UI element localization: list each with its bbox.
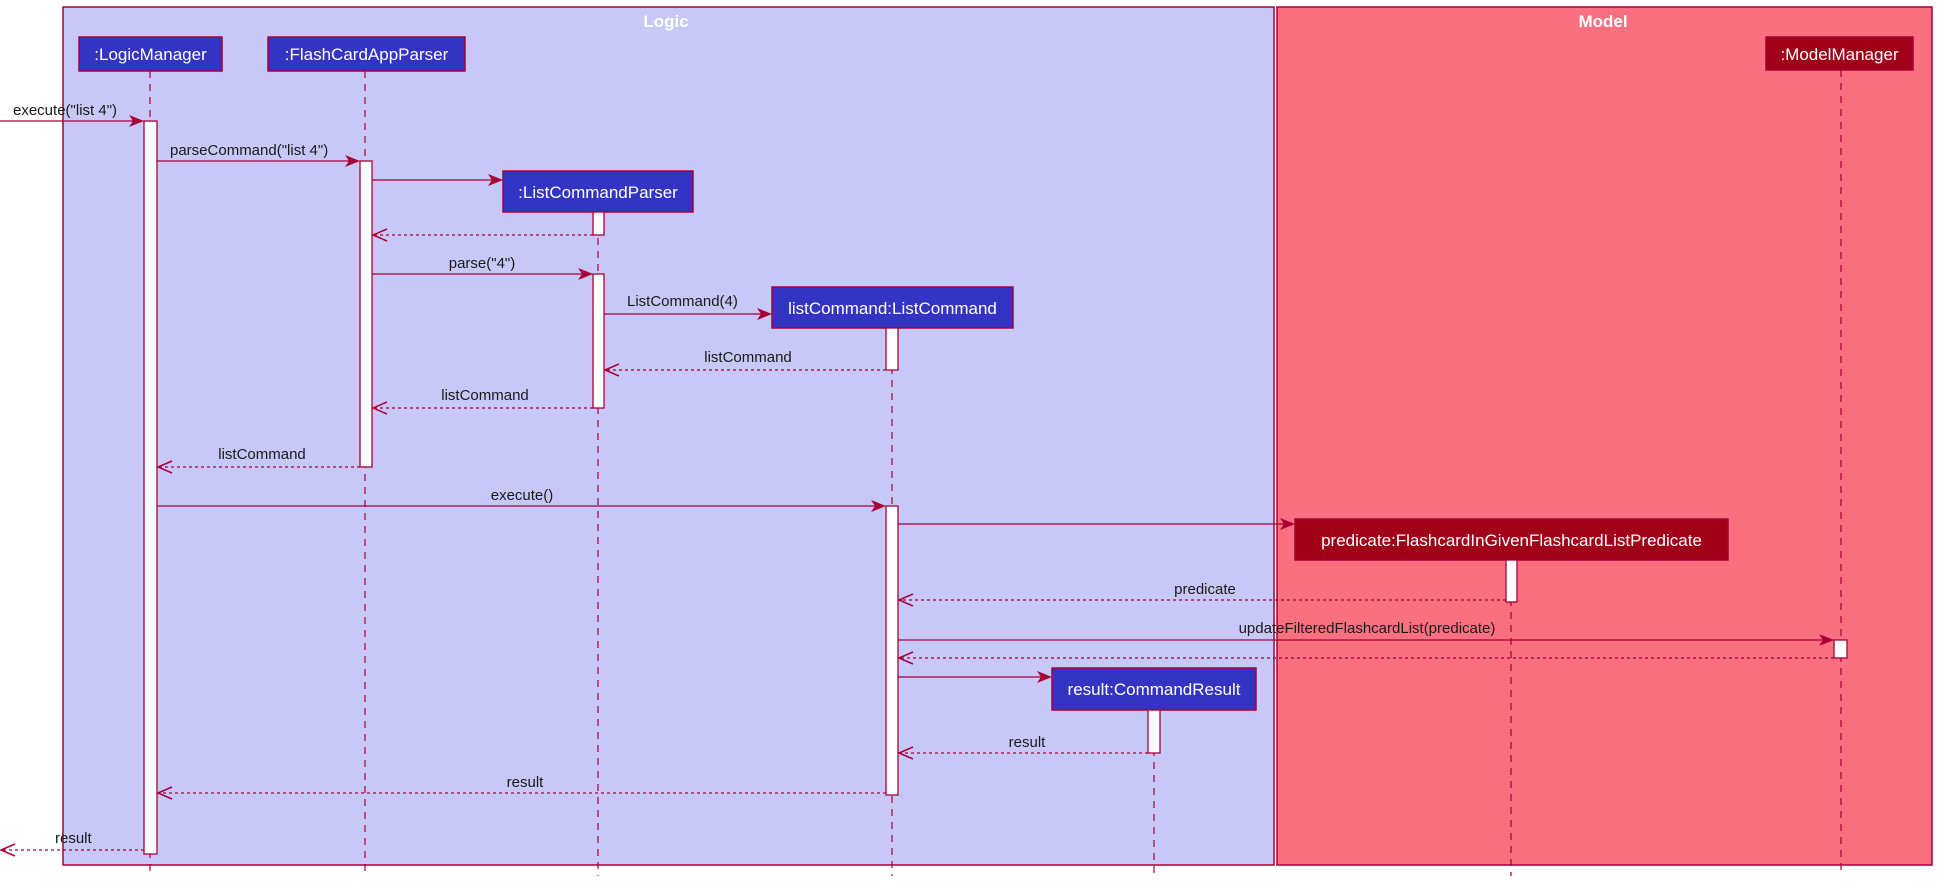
arrowhead-icon — [871, 500, 886, 512]
participant-logic-manager[interactable]: :LogicManager — [78, 36, 223, 72]
frame-logic-title: Logic — [643, 12, 688, 31]
arrowhead-icon — [1819, 634, 1834, 646]
message-label: listCommand — [704, 349, 792, 366]
activation-logic-manager — [143, 120, 158, 855]
message-label: result — [1009, 734, 1047, 751]
participant-list-command[interactable]: listCommand:ListCommand — [771, 286, 1014, 329]
arrowhead-open-icon — [603, 363, 620, 377]
activations — [143, 120, 1848, 855]
activation-predicate — [1505, 559, 1518, 603]
participant-label: :LogicManager — [94, 45, 207, 64]
participant-label: :FlashCardAppParser — [285, 45, 449, 64]
message-return-list-command-to-parser[interactable]: listCommand — [603, 349, 886, 377]
message-parse-command[interactable]: parseCommand("list 4") — [157, 142, 360, 167]
activation-flashcard-app-parser — [359, 160, 373, 468]
message-label: parse("4") — [449, 255, 516, 272]
arrowhead-icon — [1037, 671, 1052, 683]
activation-list-command-create — [885, 327, 899, 371]
message-create-list-command-parser[interactable] — [372, 174, 503, 186]
participant-label: result:CommandResult — [1068, 680, 1241, 699]
message-return-command-result[interactable]: result — [897, 734, 1148, 760]
messages: execute("list 4") parseCommand("list 4")… — [0, 102, 1834, 857]
frame-model: Model — [1276, 6, 1933, 866]
message-parse-4[interactable]: parse("4") — [372, 255, 593, 280]
message-return-result-to-logic-manager[interactable]: result — [156, 774, 886, 800]
arrowhead-icon — [1280, 518, 1295, 530]
message-label: listCommand — [218, 446, 306, 463]
arrowhead-icon — [578, 268, 593, 280]
activation-command-result — [1147, 709, 1161, 754]
message-label: execute("list 4") — [13, 102, 117, 119]
message-label: ListCommand(4) — [627, 293, 738, 310]
message-return-list-command-to-logic-manager[interactable]: listCommand — [156, 446, 360, 474]
message-return-result-external[interactable]: result — [0, 830, 144, 857]
participant-label: :ListCommandParser — [518, 183, 678, 202]
message-return-predicate[interactable]: predicate — [897, 581, 1506, 607]
activation-list-command-parser-parse — [592, 273, 605, 409]
participant-box — [1765, 36, 1914, 71]
arrowhead-icon — [129, 115, 144, 127]
message-execute-list-4[interactable]: execute("list 4") — [0, 102, 144, 127]
arrowhead-icon — [757, 308, 772, 320]
participant-label: predicate:FlashcardInGivenFlashcardListP… — [1321, 531, 1702, 550]
message-return-model-manager[interactable] — [897, 651, 1834, 665]
arrowhead-icon — [488, 174, 503, 186]
participant-label: listCommand:ListCommand — [788, 299, 997, 318]
participant-label: :ModelManager — [1780, 45, 1898, 64]
message-label: result — [507, 774, 545, 791]
message-create-list-command[interactable]: ListCommand(4) — [604, 293, 772, 320]
participant-command-result[interactable]: result:CommandResult — [1051, 667, 1257, 711]
arrowhead-open-icon — [371, 228, 388, 242]
activation-model-manager — [1833, 639, 1848, 659]
participant-flashcard-app-parser[interactable]: :FlashCardAppParser — [267, 36, 466, 72]
participant-predicate[interactable]: predicate:FlashcardInGivenFlashcardListP… — [1294, 518, 1729, 561]
participant-list-command-parser[interactable]: :ListCommandParser — [502, 170, 694, 213]
arrowhead-open-icon — [0, 843, 16, 857]
activation-list-command-execute — [885, 505, 899, 796]
message-execute[interactable]: execute() — [157, 487, 886, 512]
participant-model-manager[interactable]: :ModelManager — [1765, 36, 1914, 71]
message-label: predicate — [1174, 581, 1236, 598]
frame-model-title: Model — [1578, 12, 1627, 31]
arrowhead-open-icon — [897, 593, 914, 607]
message-label: updateFilteredFlashcardList(predicate) — [1239, 620, 1496, 637]
frame-logic: Logic — [62, 6, 1275, 866]
arrowhead-open-icon — [371, 401, 388, 415]
participant-box — [267, 36, 466, 72]
message-create-command-result[interactable] — [898, 671, 1052, 683]
message-create-predicate[interactable] — [898, 518, 1295, 530]
arrowhead-icon — [345, 155, 360, 167]
message-return-list-command-to-app-parser[interactable]: listCommand — [371, 387, 593, 415]
message-label: result — [55, 830, 93, 847]
message-update-filtered-flashcard-list[interactable]: updateFilteredFlashcardList(predicate) — [898, 620, 1834, 646]
activation-list-command-parser-create — [592, 211, 605, 236]
message-label: parseCommand("list 4") — [170, 142, 328, 159]
arrowhead-open-icon — [897, 746, 914, 760]
arrowhead-open-icon — [156, 786, 173, 800]
message-label: execute() — [491, 487, 554, 504]
arrowhead-open-icon — [156, 460, 173, 474]
message-label: listCommand — [441, 387, 529, 404]
arrowhead-open-icon — [897, 651, 914, 665]
frame-model-box — [1276, 6, 1933, 866]
participant-box — [78, 36, 223, 72]
frame-logic-box — [62, 6, 1275, 866]
message-return-list-command-parser[interactable] — [371, 228, 593, 242]
